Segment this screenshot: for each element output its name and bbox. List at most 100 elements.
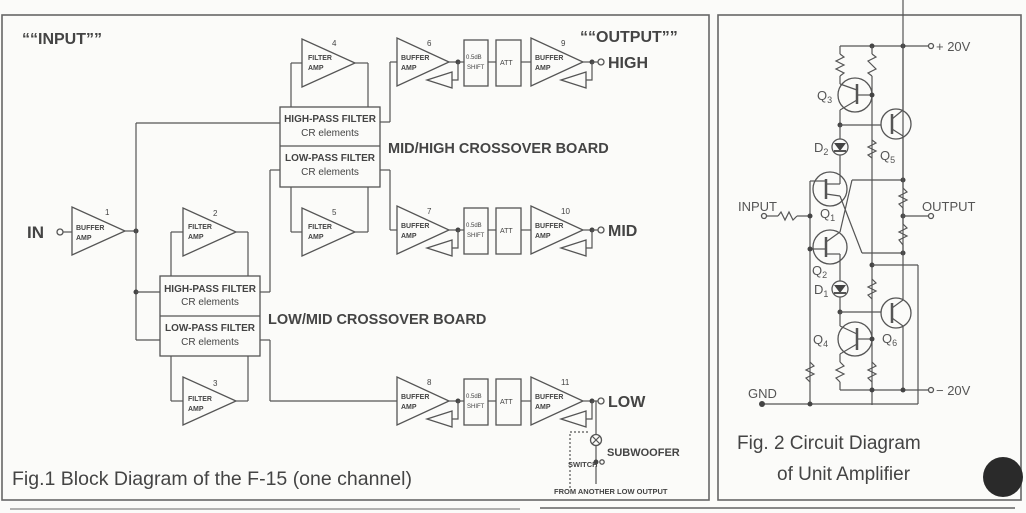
minus-20v-label: − 20V: [936, 383, 971, 398]
amp-2-number: 2: [213, 209, 218, 218]
amp-1: 1 BUFFER AMP: [71, 205, 127, 257]
amp-2-label2: AMP: [188, 234, 204, 241]
figure1-caption: Fig.1 Block Diagram of the F-15 (one cha…: [12, 468, 412, 490]
feedback-amp: [424, 239, 453, 257]
in-terminal: [56, 228, 64, 236]
shift-block: [463, 207, 489, 255]
feedback-amp: [558, 410, 587, 428]
feedback-wire: [586, 230, 593, 249]
amp-9-number: 9: [561, 39, 566, 48]
amp-11-label: BUFFER: [535, 394, 563, 401]
junction-dot: [593, 459, 599, 465]
mh-lowpass-label: LOW-PASS FILTER: [285, 153, 376, 164]
shift-label2: SHIFT: [467, 233, 485, 239]
amp-1-label2: AMP: [76, 235, 92, 242]
mid-high-filter-block: HIGH-PASS FILTER CR elements LOW-PASS FI…: [279, 106, 381, 188]
switch-dashed-line: [569, 431, 590, 488]
amp-8: [396, 375, 451, 427]
amp-10-number: 10: [561, 207, 570, 216]
amp-6-label2: AMP: [401, 65, 417, 72]
amp-5-label2: AMP: [308, 234, 324, 241]
figure2-caption-line2: of Unit Amplifier: [777, 464, 911, 485]
feedback-wire: [586, 62, 593, 81]
amp-9-label2: AMP: [535, 65, 551, 72]
output-terminal: [597, 226, 605, 234]
d1-label: D1: [814, 282, 828, 299]
feedback-wire: [452, 62, 459, 81]
input-label: INPUT: [738, 199, 777, 214]
plus-20v-label: + 20V: [936, 39, 971, 54]
amp-9-label: BUFFER: [535, 55, 563, 62]
amp-6-number: 6: [427, 39, 432, 48]
switch-label: SWITCH: [568, 460, 598, 469]
q6-label: Q6: [882, 331, 897, 348]
figure2-caption-line1: Fig. 2 Circuit Diagram: [737, 433, 921, 454]
amp-8-label2: AMP: [401, 404, 417, 411]
amp-11: [530, 375, 585, 427]
input-header: ““INPUT””: [22, 31, 102, 48]
shift-block: [463, 39, 489, 87]
amp-7-label2: AMP: [401, 233, 417, 240]
amp-4-label: FILTER: [308, 55, 332, 62]
feedback-wire: [452, 401, 459, 420]
amp-8-label: BUFFER: [401, 394, 429, 401]
lm-highpass-label: HIGH-PASS FILTER: [164, 284, 257, 295]
shift-label: 0.5dB: [466, 223, 482, 229]
shift-label2: SHIFT: [467, 404, 485, 410]
feedback-amp: [558, 71, 587, 89]
att-block: [495, 207, 522, 255]
amp-10-label2: AMP: [535, 233, 551, 240]
att-label: ATT: [500, 228, 513, 235]
amp-11-number: 11: [561, 378, 570, 387]
amp-1-number: 1: [105, 208, 110, 217]
amp-10: [530, 204, 585, 256]
feedback-amp: [558, 239, 587, 257]
low-mid-board-label: LOW/MID CROSSOVER BOARD: [268, 312, 486, 328]
figure2-frame: [717, 14, 1022, 501]
mh-highpass-sub: CR elements: [301, 128, 359, 139]
amp-3-label2: AMP: [188, 406, 204, 413]
figure1-frame: [1, 14, 710, 501]
att-label: ATT: [500, 399, 513, 406]
amp-7-label: BUFFER: [401, 223, 429, 230]
lm-highpass-sub: CR elements: [181, 297, 239, 308]
amp-6-label: BUFFER: [401, 55, 429, 62]
gnd-label: GND: [748, 386, 777, 401]
q1-label: Q1: [820, 206, 835, 223]
amp-4-number: 4: [332, 39, 337, 48]
q3-label: Q3: [817, 88, 832, 105]
amp-7: [396, 204, 451, 256]
feedback-wire: [586, 401, 593, 420]
amp-5-label: FILTER: [308, 224, 332, 231]
amp-4-label2: AMP: [308, 65, 324, 72]
mh-lowpass-sub: CR elements: [301, 167, 359, 178]
amp-6: [396, 36, 451, 88]
att-block: [495, 378, 522, 426]
subwoofer-label: SUBWOOFER: [607, 447, 680, 459]
output-label: OUTPUT: [922, 199, 976, 214]
in-terminal-label: IN: [27, 223, 44, 242]
output-label-high: HIGH: [608, 55, 648, 72]
amp-2-label: FILTER: [188, 224, 212, 231]
q5-label: Q5: [880, 148, 895, 165]
output-label-low: LOW: [608, 394, 646, 411]
shift-label: 0.5dB: [466, 394, 482, 400]
amp-3: 3 FILTER AMP: [182, 375, 238, 427]
feedback-amp: [424, 410, 453, 428]
amp-1-label: BUFFER: [76, 225, 104, 232]
q4-label: Q4: [813, 332, 828, 349]
amp-5-number: 5: [332, 208, 337, 217]
output-header: ““OUTPUT””: [580, 29, 678, 46]
amp-3-label: FILTER: [188, 396, 212, 403]
att-label: ATT: [500, 60, 513, 67]
mh-highpass-label: HIGH-PASS FILTER: [284, 114, 377, 125]
lm-lowpass-sub: CR elements: [181, 337, 239, 348]
output-label-mid: MID: [608, 223, 637, 240]
output-terminal: [597, 58, 605, 66]
lm-lowpass-label: LOW-PASS FILTER: [165, 323, 256, 334]
circuit: [759, 0, 935, 407]
amp-9: [530, 36, 585, 88]
shift-label2: SHIFT: [467, 65, 485, 71]
